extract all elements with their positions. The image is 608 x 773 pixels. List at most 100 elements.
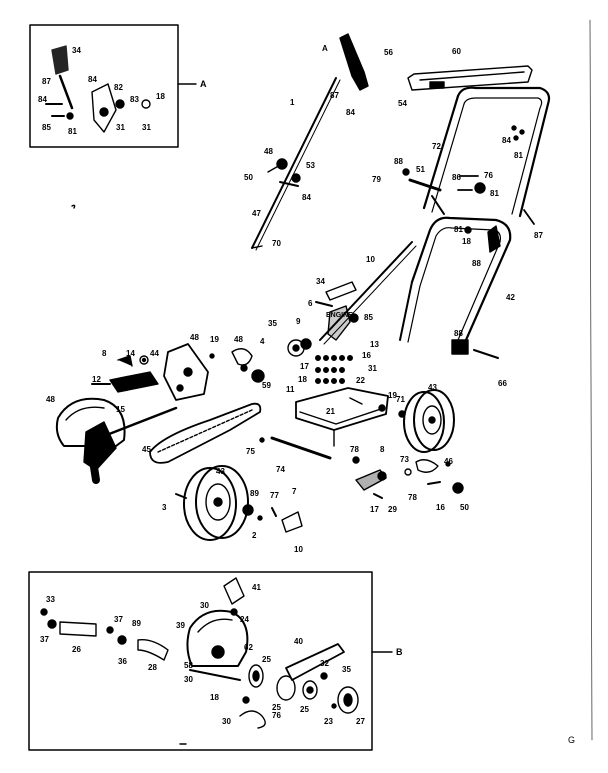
part-label: 31 bbox=[142, 123, 151, 132]
part-label: 44 bbox=[150, 349, 159, 358]
part-label: 8 bbox=[102, 349, 107, 358]
part-label: 37 bbox=[114, 615, 123, 624]
part-label: 40 bbox=[294, 637, 303, 646]
lower-handle bbox=[399, 216, 512, 359]
part-label: 24 bbox=[240, 615, 249, 624]
inset-b-label: B bbox=[396, 647, 403, 657]
part-label: 25 bbox=[300, 705, 309, 714]
part-label: 15 bbox=[116, 405, 125, 414]
part-label: 28 bbox=[148, 663, 157, 672]
part-label: 35 bbox=[268, 319, 277, 328]
part-label: 14 bbox=[126, 349, 135, 358]
part-label: 22 bbox=[356, 376, 365, 385]
part-label: 3 bbox=[162, 503, 167, 512]
rod bbox=[270, 436, 332, 460]
part-label: 81 bbox=[514, 151, 523, 160]
main-handle bbox=[422, 86, 551, 218]
part-label: 56 bbox=[384, 48, 393, 57]
part-label: 18 bbox=[298, 375, 307, 384]
part-label: 53 bbox=[306, 161, 315, 170]
part-label: 31 bbox=[368, 364, 377, 373]
part-label: 48 bbox=[264, 147, 273, 156]
part-label: 81 bbox=[490, 189, 499, 198]
belt bbox=[149, 402, 262, 464]
part-label: 84 bbox=[88, 75, 97, 84]
part-label: 30 bbox=[222, 717, 231, 726]
inset-b-parts bbox=[40, 577, 359, 729]
part-label: 18 bbox=[462, 237, 471, 246]
part-label: 70 bbox=[272, 239, 281, 248]
inset-a-label: A bbox=[200, 79, 207, 89]
corner-stamp: G bbox=[568, 735, 576, 745]
part-label: 33 bbox=[46, 595, 55, 604]
part-label: 51 bbox=[416, 165, 425, 174]
part-label: 78 bbox=[350, 445, 359, 454]
part-label: 58 bbox=[184, 661, 193, 670]
control-rod bbox=[251, 33, 369, 251]
part-label: 46 bbox=[444, 457, 453, 466]
part-label: 66 bbox=[498, 379, 507, 388]
height-lever bbox=[352, 456, 464, 499]
part-label: 27 bbox=[356, 717, 365, 726]
part-label: 72 bbox=[432, 142, 441, 151]
part-label: 81 bbox=[68, 127, 77, 136]
part-label: 12 bbox=[92, 375, 101, 384]
part-label: 48 bbox=[190, 333, 199, 342]
part-label: 29 bbox=[388, 505, 397, 514]
part-label: 13 bbox=[370, 340, 379, 349]
part-label: 87 bbox=[330, 91, 339, 100]
stray-mark bbox=[71, 204, 76, 209]
part-label: 23 bbox=[324, 717, 333, 726]
part-label: 6 bbox=[308, 299, 313, 308]
part-label: 86 bbox=[452, 173, 461, 182]
wheel-bracket bbox=[281, 511, 303, 533]
part-label: 71 bbox=[396, 395, 405, 404]
part-label: 10 bbox=[366, 255, 375, 264]
part-label: 16 bbox=[362, 351, 371, 360]
blade-guard bbox=[55, 397, 178, 484]
part-label: 62 bbox=[244, 643, 253, 652]
inset-box-b bbox=[28, 571, 373, 751]
part-label: 83 bbox=[130, 95, 139, 104]
part-label: 82 bbox=[114, 83, 123, 92]
part-label: 76 bbox=[484, 171, 493, 180]
part-label: 34 bbox=[72, 46, 81, 55]
part-label: 84 bbox=[302, 193, 311, 202]
part-label: 85 bbox=[42, 123, 51, 132]
part-label: 17 bbox=[300, 362, 309, 371]
part-label: 9 bbox=[296, 317, 301, 326]
engine-bracket bbox=[287, 281, 359, 357]
part-label: 60 bbox=[452, 47, 461, 56]
part-label: 19 bbox=[210, 335, 219, 344]
inset-box-a bbox=[29, 24, 179, 148]
part-label: 18 bbox=[156, 92, 165, 101]
part-label: 50 bbox=[460, 503, 469, 512]
rear-wheel bbox=[398, 389, 455, 453]
part-label: 36 bbox=[118, 657, 127, 666]
part-label: 48 bbox=[234, 335, 243, 344]
part-label: 10 bbox=[294, 545, 303, 554]
part-label: 34 bbox=[316, 277, 325, 286]
part-label: 4 bbox=[260, 337, 265, 346]
part-label: 79 bbox=[372, 175, 381, 184]
part-label: 16 bbox=[436, 503, 445, 512]
part-label: 76 bbox=[272, 711, 281, 720]
part-label: 1 bbox=[290, 98, 295, 107]
part-label: 31 bbox=[116, 123, 125, 132]
part-label: 48 bbox=[46, 395, 55, 404]
part-label: 43 bbox=[428, 383, 437, 392]
part-label: 39 bbox=[176, 621, 185, 630]
grip-bar bbox=[407, 65, 533, 91]
front-wheel bbox=[175, 465, 263, 541]
part-label: 87 bbox=[534, 231, 543, 240]
part-label: 84 bbox=[38, 95, 47, 104]
part-label: 45 bbox=[142, 445, 151, 454]
part-label: 42 bbox=[506, 293, 515, 302]
part-label: 74 bbox=[276, 465, 285, 474]
part-label: 43 bbox=[216, 467, 225, 476]
part-label: 78 bbox=[408, 493, 417, 502]
part-label: 26 bbox=[72, 645, 81, 654]
part-label: 73 bbox=[400, 455, 409, 464]
